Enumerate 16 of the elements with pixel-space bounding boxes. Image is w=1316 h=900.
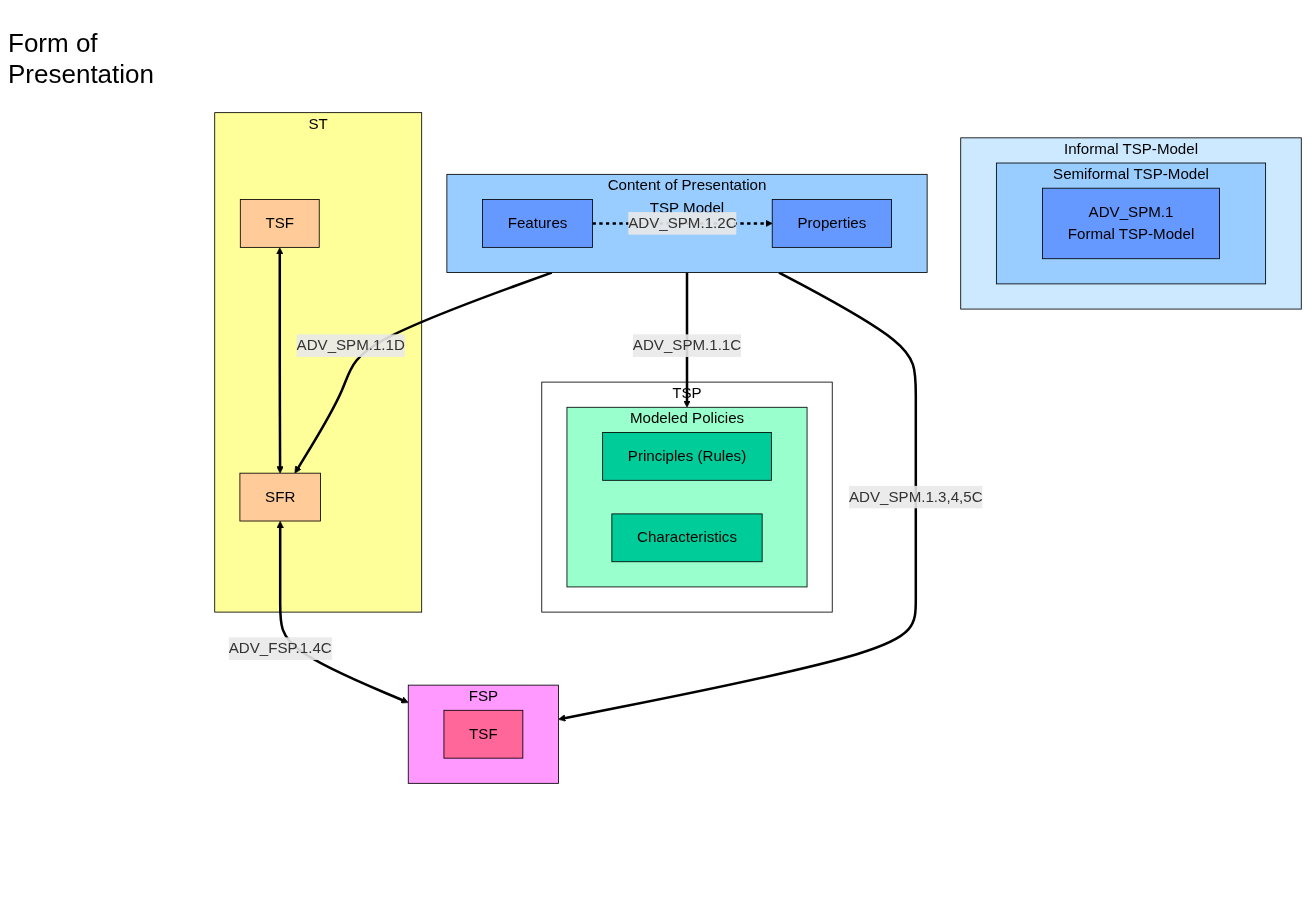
node-box: Characteristics: [611, 513, 763, 563]
arrow: [276, 247, 284, 474]
node-box: ADV_SPM.1 Formal TSP-Model: [1042, 187, 1220, 260]
edge-label: ADV_SPM.1.1D: [296, 336, 405, 354]
node-box: Principles (Rules): [602, 432, 772, 481]
node-box: Properties: [771, 199, 892, 248]
edge-label: ADV_FSP.1.4C: [228, 639, 332, 657]
arrow: [294, 271, 553, 474]
edge-label: ADV_SPM.1.3,4,5C: [849, 488, 983, 506]
node-box: TSF: [239, 199, 320, 248]
node-box: SFR: [239, 472, 321, 522]
node-box: TSF: [443, 709, 524, 759]
node-box: Features: [482, 199, 593, 248]
edge-label: ADV_SPM.1.2C: [628, 214, 737, 232]
edge-label: ADV_SPM.1.1C: [632, 336, 742, 354]
heading-label: Form of Presentation: [8, 28, 155, 90]
